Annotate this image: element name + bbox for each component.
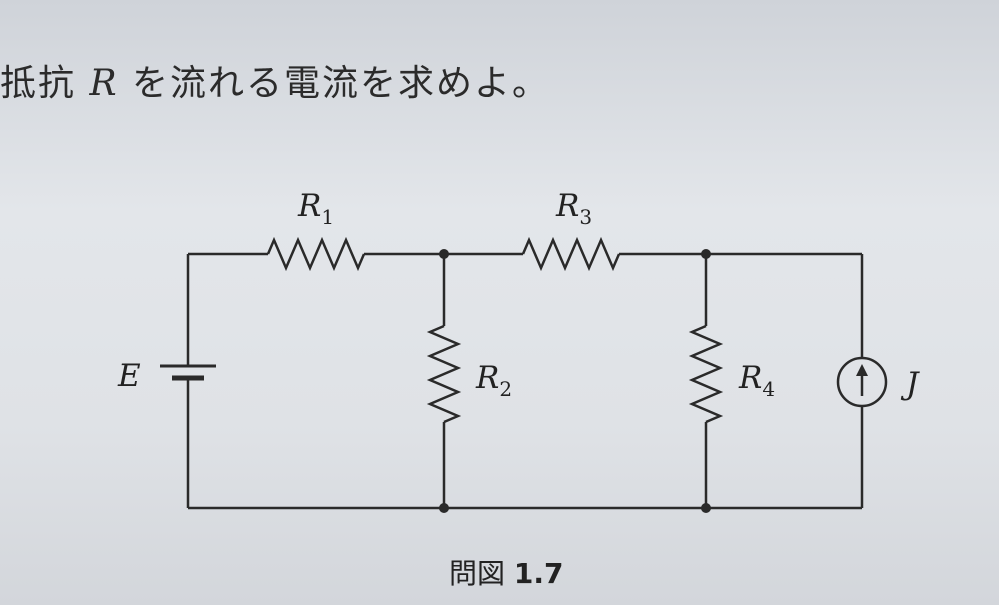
figure-caption: 問図 1.7	[449, 552, 564, 592]
node-bottom-r4	[701, 503, 711, 513]
resistor-r2	[426, 324, 462, 424]
resistor-r4	[688, 324, 724, 424]
problem-variable: R	[89, 63, 119, 104]
current-arrow-head	[856, 364, 868, 376]
resistor-r1	[266, 236, 366, 272]
node-top-r4	[701, 249, 711, 259]
problem-statement: 抵抗 R を流れる電流を求めよ。	[0, 54, 550, 106]
node-top-r2	[439, 249, 449, 259]
label-r2: R2	[475, 360, 512, 401]
caption-number: 1.7	[513, 557, 564, 590]
label-r1: R1	[297, 188, 334, 229]
label-r4: R4	[738, 360, 775, 401]
resistor-r3	[521, 236, 621, 272]
caption-prefix: 問図	[449, 557, 506, 590]
label-e: E	[117, 358, 141, 394]
node-bottom-r2	[439, 503, 449, 513]
label-j: J	[900, 366, 920, 402]
problem-text-suffix: を流れる電流を求めよ。	[132, 63, 551, 104]
label-r3: R3	[555, 188, 592, 229]
problem-text-prefix: 抵抗	[0, 63, 77, 104]
